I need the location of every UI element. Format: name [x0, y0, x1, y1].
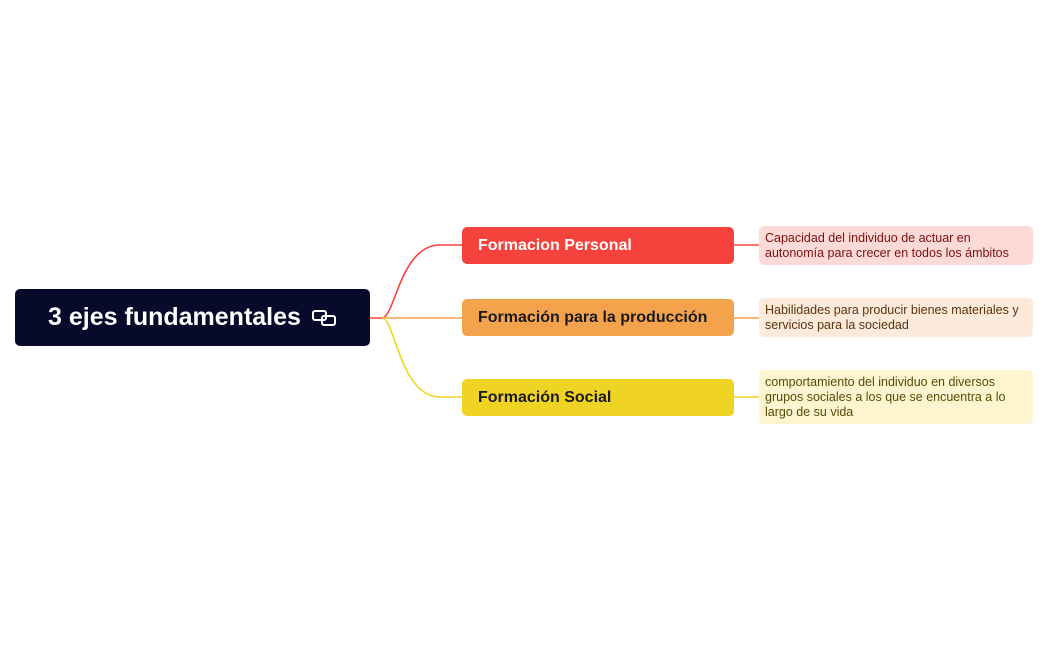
branch-topic-formacion-social[interactable]: Formación Social [462, 379, 734, 416]
subtopic-formacion-personal[interactable]: Capacidad del individuo de actuar en aut… [759, 226, 1033, 265]
branch-topic-formacion-produccion[interactable]: Formación para la producción [462, 299, 734, 336]
subtopic-text: Habilidades para producir bienes materia… [765, 303, 1019, 332]
branch-topic-formacion-personal[interactable]: Formacion Personal [462, 227, 734, 264]
branch-topic-label: Formacion Personal [478, 236, 632, 254]
root-topic-label: 3 ejes fundamentales [48, 303, 301, 331]
branch-topic-label: Formación Social [478, 388, 612, 406]
link-icon[interactable] [311, 308, 337, 328]
root-topic[interactable]: 3 ejes fundamentales [15, 289, 370, 346]
subtopic-formacion-produccion[interactable]: Habilidades para producir bienes materia… [759, 298, 1033, 337]
connector-root-branch-3 [381, 317, 462, 398]
subtopic-text: Capacidad del individuo de actuar en aut… [765, 231, 1009, 260]
connector-root-branch-1 [370, 244, 462, 319]
subtopic-text: comportamiento del individuo en diversos… [765, 375, 1006, 419]
subtopic-formacion-social[interactable]: comportamiento del individuo en diversos… [759, 370, 1033, 424]
branch-topic-label: Formación para la producción [478, 308, 708, 326]
